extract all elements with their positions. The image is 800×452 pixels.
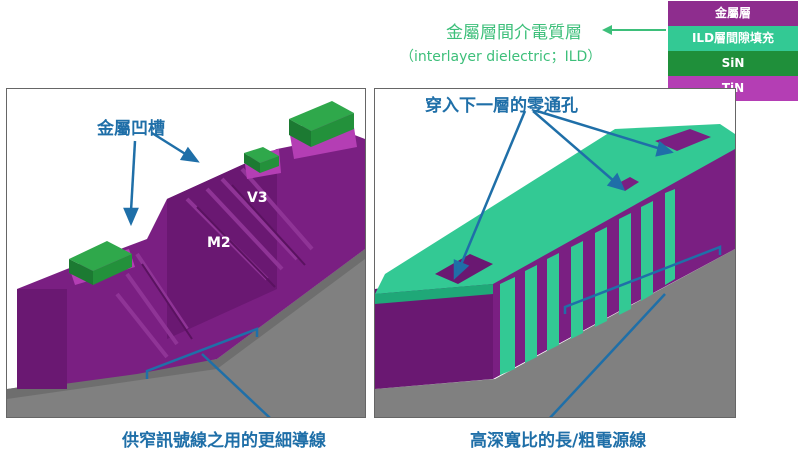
legend: 金屬層 ILD層間隙填充 SiN TiN: [668, 1, 798, 101]
legend-metal: 金屬層: [668, 1, 798, 26]
legend-sin: SiN: [668, 51, 798, 76]
trench-label: 金屬凹槽: [97, 119, 165, 139]
via-into-next-layer-label: 穿入下一層的零通孔: [425, 96, 578, 116]
via-v3-label: V3: [247, 190, 268, 206]
ild-arrow: [602, 25, 666, 35]
right-structure: [375, 109, 735, 417]
right-caption: 高深寬比的長/粗電源線: [470, 431, 647, 451]
legend-ild: ILD層間隙填充: [668, 26, 798, 51]
ild-title: 金屬層間介電質層: [446, 23, 582, 43]
ild-subtitle: （interlayer dielectric；ILD）: [400, 49, 602, 65]
left-structure: [7, 101, 365, 417]
metal-m2-label: M2: [207, 235, 231, 251]
left-panel: 金屬凹槽 V3 M2: [6, 88, 366, 418]
left-caption: 供窄訊號線之用的更細導線: [122, 431, 326, 451]
right-panel: 穿入下一層的零通孔: [374, 88, 736, 418]
